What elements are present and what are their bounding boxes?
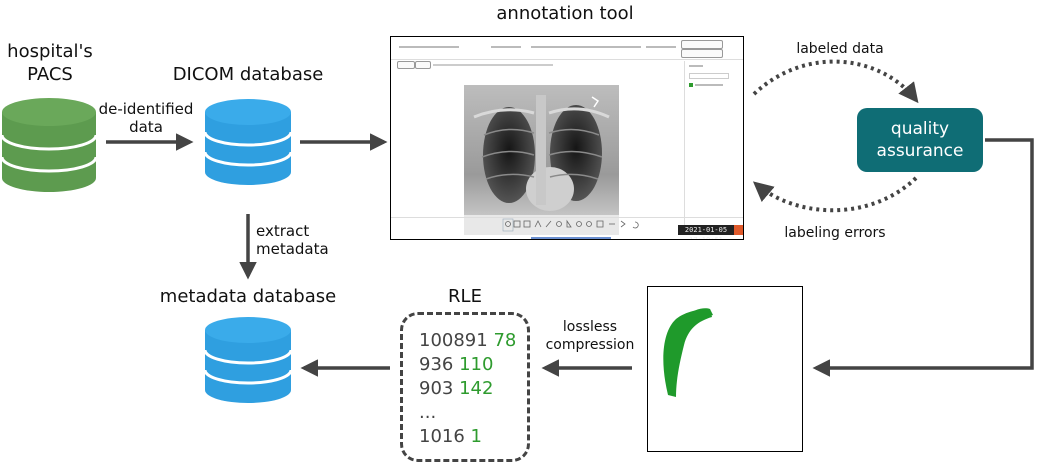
tool-sub-button-2 [415,61,431,69]
extract-label-line2: metadata [256,240,329,258]
tool-top-button-1 [681,40,723,49]
pacs-label-line2: PACS [27,64,73,85]
arrow-labeling-errors [752,176,918,213]
dicom-database-icon [203,99,293,185]
lossless-label-line2: compression [545,337,635,353]
deid-label-line1: de-identified [98,100,194,118]
rle-title: RLE [448,286,482,307]
tool-toolbar-icons [502,218,639,239]
tool-toolbar [391,217,743,239]
pacs-label: hospital's PACS [0,40,100,86]
annotation-tool-screenshot: 2021-01-05 17:10:61 [390,36,744,240]
tool-topbar [391,37,743,60]
rle-row: 1016 1 [419,426,482,447]
arrow-qa-to-mask [812,138,1034,377]
rle-row: 903 142 [419,378,494,399]
segmentation-mask-panel [647,286,803,452]
quality-assurance-box: quality assurance [857,108,983,172]
lossless-label-line1: lossless [562,319,618,335]
rle-row: 936 110 [419,354,494,375]
arrow-labeled-data [752,59,919,104]
metadata-database-icon [203,317,293,403]
deid-label-line2: data [129,118,163,136]
lossless-compression-label: lossless compression [540,318,640,354]
dicom-label: DICOM database [172,64,324,85]
tool-top-button-2 [681,49,723,58]
chest-xray-image [464,85,619,235]
tool-sub-button-1 [397,61,415,69]
qa-label-line2: assurance [876,141,964,161]
labeled-data-label: labeled data [796,41,884,57]
annotation-tool-label: annotation tool [496,3,634,24]
pacs-database-icon [0,98,98,192]
metadata-db-label: metadata database [159,286,337,307]
tool-timestamp: 2021-01-05 17:10:61 [678,225,734,239]
segmentation-mask-shape [663,308,713,397]
extract-label-line1: extract [256,222,310,240]
rle-box: 100891 78 936 110 903 142 ... 1016 1 [400,312,530,462]
extract-metadata-label: extract metadata [256,222,336,258]
tool-timestamp-marker [734,225,743,235]
deid-label: de-identified data [96,100,196,136]
tool-labels-sidebar [684,61,743,231]
labeling-errors-label: labeling errors [784,225,886,241]
rle-row: ... [419,402,437,423]
pacs-label-line1: hospital's [7,41,93,62]
rle-row: 100891 78 [419,330,517,351]
qa-label-line1: quality [890,119,950,139]
